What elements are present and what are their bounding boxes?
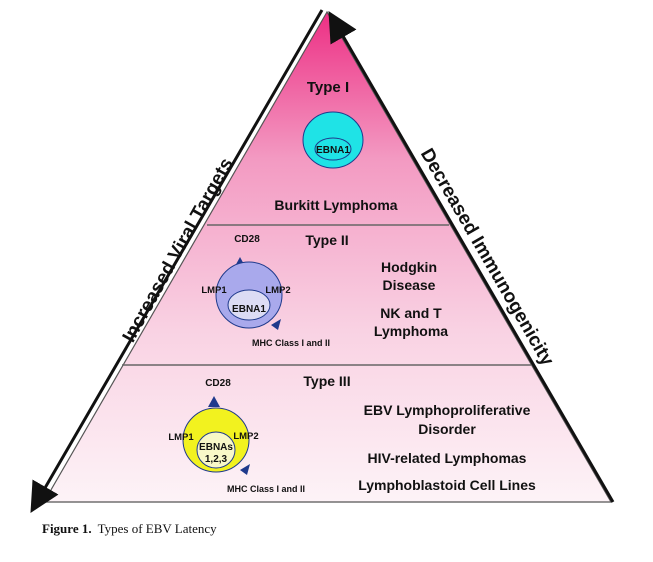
type-2-mhc-label: MHC Class I and II: [252, 338, 330, 348]
type-1-nucleus: [314, 137, 352, 161]
type-2-title: Type II: [305, 232, 348, 248]
left-arrow: [30, 9, 324, 513]
type-3-mhc-label: MHC Class I and II: [227, 484, 305, 494]
type-2-ebna-label: EBNA1: [232, 304, 266, 315]
type-3-disease-1a: EBV Lymphoproliferative: [364, 402, 531, 418]
type-2-lmp1-label: LMP1: [201, 285, 227, 296]
type-3-disease-1b: Disorder: [418, 421, 476, 437]
type-1-ebna-label: EBNA1: [316, 145, 350, 156]
pyramid-shape: [42, 10, 613, 503]
type-3-lmp1-label: LMP1: [168, 432, 194, 443]
type-1-title: Type I: [307, 79, 349, 96]
type-2-disease-1a: Hodgkin: [381, 259, 437, 275]
type-3-disease-2: HIV-related Lymphomas: [368, 450, 527, 466]
type-3-lmp2-label: LMP2: [233, 431, 258, 442]
type-3-ebna-label-1: EBNAs: [199, 442, 233, 453]
type-1-disease: Burkitt Lymphoma: [274, 197, 397, 213]
type-2-cd28-label: CD28: [234, 234, 260, 245]
ebv-latency-pyramid: Increased Viral Targets Decreased Immuno…: [30, 9, 615, 513]
type-2-mhc-receptor-icon: [271, 319, 281, 330]
type-2-nucleus: [227, 289, 271, 321]
type-2-disease-2a: NK and T: [380, 305, 442, 321]
type-3-nucleus: [196, 431, 236, 469]
figure-caption-number: Figure 1.: [42, 521, 92, 536]
type-3-ebna-label-2: 1,2,3: [205, 454, 228, 465]
figure-caption: Figure 1. Types of EBV Latency: [42, 521, 217, 537]
type-2-disease-1b: Disease: [383, 277, 436, 293]
type-3-cd28-receptor-icon: [208, 396, 220, 407]
type-3-cd28-label: CD28: [205, 378, 231, 389]
type-3-title: Type III: [303, 373, 350, 389]
type-3-disease-3: Lymphoblastoid Cell Lines: [358, 477, 536, 493]
type-2-disease-2b: Lymphoma: [374, 323, 448, 339]
type-2-lmp2-label: LMP2: [265, 285, 290, 296]
figure-caption-text: Types of EBV Latency: [97, 521, 217, 536]
right-arrow: [328, 11, 615, 503]
type-3-mhc-receptor-icon: [240, 464, 250, 475]
